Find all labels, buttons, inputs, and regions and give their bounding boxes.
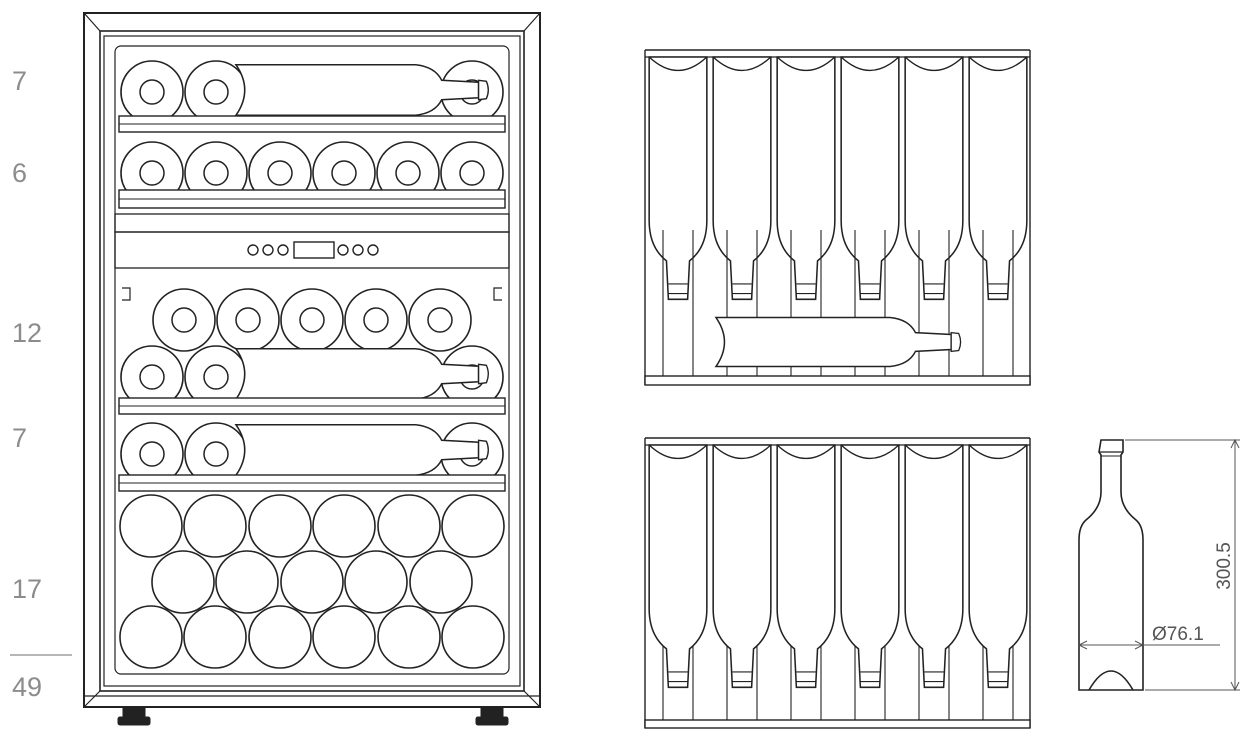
shelf-4-count: 7	[12, 423, 28, 453]
control-panel	[114, 213, 510, 301]
bottle-height-label: 300.5	[1214, 542, 1235, 590]
shelf-1-count: 7	[12, 66, 28, 96]
shelf-2-count: 6	[12, 158, 28, 188]
shelf-2	[118, 141, 506, 209]
shelf-5-count: 17	[12, 574, 43, 604]
shelf-1	[118, 60, 506, 133]
bottom-stack	[119, 494, 505, 669]
cabinet-front	[83, 12, 541, 726]
shelf-3	[118, 288, 506, 415]
shelf-3-count: 12	[12, 318, 43, 348]
shelf-detail-top	[644, 49, 1031, 386]
total-count: 49	[12, 672, 43, 702]
shelf-4	[118, 422, 506, 492]
bottle-dimension-drawing: 300.5 Ø76.1	[1077, 438, 1240, 692]
shelf-detail-bottom	[644, 437, 1031, 729]
bottle-diameter-label: Ø76.1	[1152, 624, 1204, 645]
